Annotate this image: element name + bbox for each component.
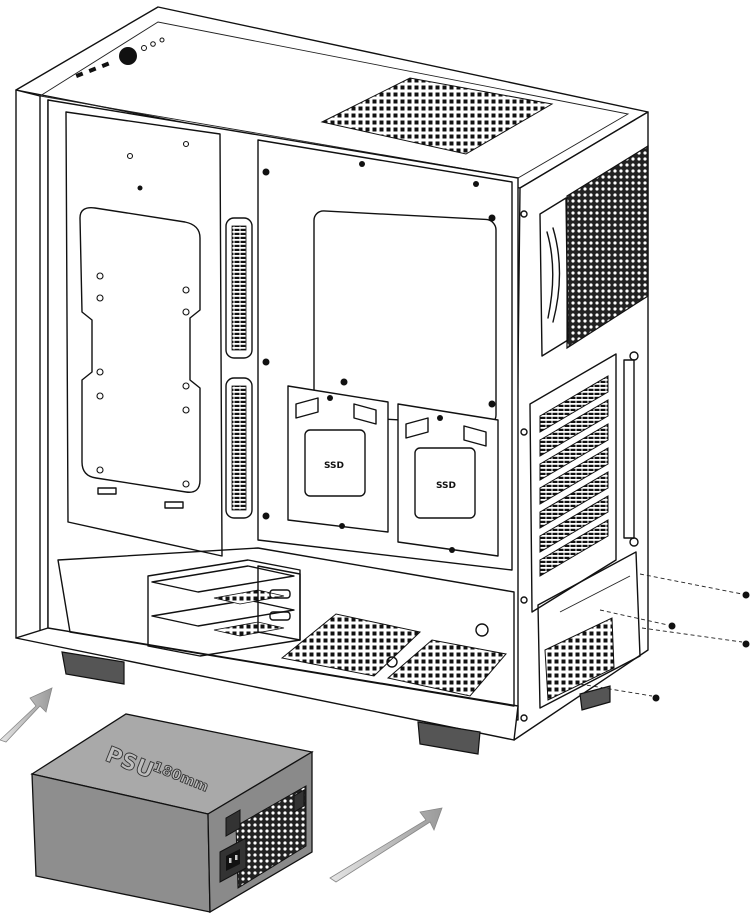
expansion-slots [529, 351, 639, 613]
case-foot [61, 651, 125, 685]
power-switch-icon [225, 809, 241, 837]
screw-icon [652, 694, 660, 702]
bottom-mesh-vent [280, 613, 422, 677]
psu-screws [579, 573, 750, 702]
case-bottom [15, 547, 611, 755]
hdd-cage [147, 559, 301, 657]
ssd-bracket-right: SSD [397, 403, 499, 557]
ssd-bracket-left: SSD [287, 385, 389, 533]
power-button [119, 47, 137, 65]
case-foot [417, 721, 481, 755]
screw-icon [742, 591, 750, 599]
usb-port [75, 71, 84, 78]
usb-port [101, 61, 110, 68]
case-top-panel [15, 6, 649, 189]
ssd-label-right: SSD [436, 481, 456, 491]
case-rear-panel [513, 111, 649, 741]
motherboard-tray: SSD SSD [47, 99, 519, 721]
psu-bay-opening [537, 551, 641, 709]
screw-icon [668, 622, 676, 630]
ssd-label-left: SSD [324, 461, 344, 471]
case-foot [579, 685, 611, 711]
insert-arrow-left [0, 687, 53, 743]
power-supply-unit: PSU 180mm [30, 713, 314, 914]
bottom-mesh-vent [386, 639, 507, 697]
top-vent-mesh [320, 77, 554, 155]
cable-grommets [225, 217, 253, 519]
screw-icon [742, 640, 750, 648]
rear-fan [539, 144, 649, 357]
power-socket-icon [219, 837, 247, 883]
cable-cover-panel [65, 111, 223, 557]
insert-arrow-right [329, 807, 443, 883]
usb-port [88, 66, 97, 73]
psu-vent-icon [293, 789, 305, 813]
